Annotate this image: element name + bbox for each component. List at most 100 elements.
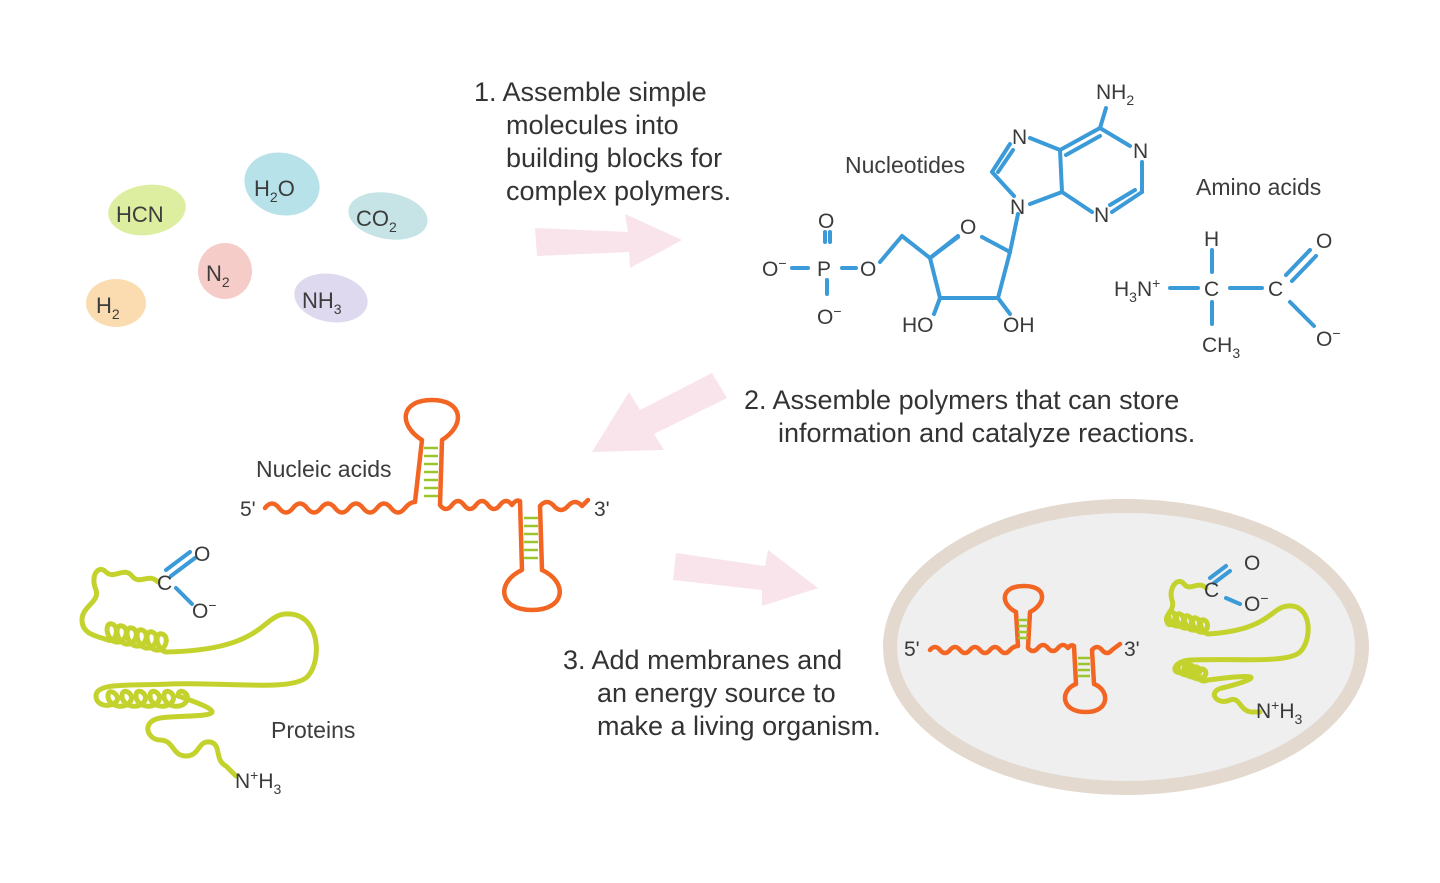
bond xyxy=(1098,126,1132,148)
step-1-line-3: building blocks for xyxy=(506,143,722,173)
atom-n: N xyxy=(1010,196,1025,219)
molecule-hcn-blob xyxy=(108,184,186,236)
step-2-line-2: information and catalyze reactions. xyxy=(778,418,1195,448)
bond xyxy=(932,296,942,316)
cell-five-prime-label: 5' xyxy=(904,638,920,661)
molecule-h2o-label: H2O xyxy=(254,176,295,205)
atom-oh: OH xyxy=(1003,314,1035,337)
cell-protein-backbone xyxy=(1164,578,1311,715)
bond xyxy=(1110,190,1144,214)
arrow-step-1 xyxy=(535,214,682,268)
step-2-line-1: 2. Assemble polymers that can store xyxy=(744,385,1179,415)
atom-o: O xyxy=(1316,230,1332,253)
bond xyxy=(1208,564,1228,580)
atom-p: P xyxy=(817,258,831,281)
cell-three-prime-label: 3' xyxy=(1124,638,1140,661)
atom-n: N xyxy=(1133,140,1148,163)
atom-o-minus: O− xyxy=(1316,325,1341,351)
amino-acid-structure: H H3N+ C C O O− CH3 xyxy=(1114,228,1341,361)
bond xyxy=(1058,126,1102,152)
bond xyxy=(169,556,197,578)
cell-base-pairs-1 xyxy=(1018,618,1028,640)
molecule-co2: CO2 xyxy=(348,192,428,240)
nucleotides-label: Nucleotides xyxy=(845,152,965,178)
molecule-hcn: HCN xyxy=(108,184,186,236)
step-1-line-4: complex polymers. xyxy=(506,176,731,206)
protein-backbone xyxy=(79,566,319,779)
nucleic-acids-label: Nucleic acids xyxy=(256,456,392,482)
cell-rna-strand xyxy=(927,583,1123,715)
molecule-co2-blob xyxy=(348,192,428,240)
step-2-text: 2. Assemble polymers that can store info… xyxy=(744,385,1195,448)
arrow-step-2 xyxy=(592,373,727,452)
bond xyxy=(1288,300,1316,328)
cell-protein-atom-o-minus: O− xyxy=(1244,590,1269,616)
step-3-line-2: an energy source to xyxy=(597,678,836,708)
bond xyxy=(1224,596,1242,606)
atom-o-minus: O− xyxy=(762,255,787,281)
base-pairs-stem-2 xyxy=(524,516,538,560)
molecule-nh3-label: NH3 xyxy=(302,288,342,317)
atom-ch3: CH3 xyxy=(1202,334,1240,361)
bond xyxy=(1008,212,1020,254)
molecule-h2o: H2O xyxy=(244,152,320,216)
bond xyxy=(1212,569,1232,585)
bond xyxy=(900,234,932,260)
bond xyxy=(1098,106,1108,130)
molecule-h2o-blob xyxy=(244,152,320,216)
three-prime-label: 3' xyxy=(594,498,610,521)
bond xyxy=(1058,148,1064,194)
protein-chain: C O O− N+H3 xyxy=(79,543,319,797)
step-1-line-1: 1. Assemble simple xyxy=(474,77,707,107)
protein-atom-c: C xyxy=(157,572,172,595)
molecule-nh3: NH3 xyxy=(294,273,368,323)
molecule-h2: H2 xyxy=(86,279,146,327)
cell-membrane xyxy=(883,499,1369,795)
bond xyxy=(1060,190,1094,214)
protein-n-terminus: N+H3 xyxy=(235,767,282,797)
step-3-text: 3. Add membranes and an energy source to… xyxy=(563,645,881,741)
protein-atom-o: O xyxy=(194,543,210,566)
bond xyxy=(1284,248,1312,277)
cell-base-pairs-2 xyxy=(1078,656,1090,678)
atom-o-minus: O− xyxy=(817,303,842,329)
five-prime-label: 5' xyxy=(240,498,256,521)
bond xyxy=(878,234,904,264)
molecule-h2-blob xyxy=(86,279,146,327)
nucleotide-nh2: NH2 xyxy=(1096,81,1134,108)
atom-o: O xyxy=(860,258,876,281)
bond xyxy=(928,256,942,300)
atom-n: N xyxy=(1094,204,1109,227)
molecule-hcn-label: HCN xyxy=(116,202,164,227)
cell-protein-atom-c: C xyxy=(1204,579,1219,602)
bond xyxy=(164,550,192,572)
cell-protein-n-terminus: N+H3 xyxy=(1256,697,1303,727)
atom-c: C xyxy=(1268,278,1283,301)
step-1-line-2: molecules into xyxy=(506,110,679,140)
bond xyxy=(1290,254,1318,283)
base-pairs-stem-1 xyxy=(424,446,438,498)
nucleotide-structure: NH2 N N N N O O P O O− O− HO OH xyxy=(762,81,1148,337)
bond xyxy=(980,235,1012,254)
atom-c: C xyxy=(1204,278,1219,301)
bond xyxy=(1064,134,1102,157)
atom-o: O xyxy=(960,216,976,239)
bond xyxy=(1028,136,1062,152)
molecule-h2-label: H2 xyxy=(96,293,120,322)
atom-ho: HO xyxy=(902,314,934,337)
molecule-n2-blob xyxy=(198,243,252,299)
bond xyxy=(996,250,1012,300)
living-cell: 5' 3' C O O− N+H3 xyxy=(883,499,1369,795)
amino-acids-label: Amino acids xyxy=(1196,174,1321,200)
proteins-label: Proteins xyxy=(271,717,355,743)
atom-o: O xyxy=(818,210,834,233)
bond xyxy=(174,586,194,606)
bond xyxy=(996,148,1015,174)
atom-h: H xyxy=(1204,228,1219,251)
molecule-n2-label: N2 xyxy=(206,261,230,290)
bond xyxy=(1028,190,1064,206)
nucleic-acid-strand: 5' 3' xyxy=(240,397,610,613)
arrow-step-3 xyxy=(673,550,818,606)
bond xyxy=(928,235,960,260)
bond xyxy=(990,142,1012,174)
